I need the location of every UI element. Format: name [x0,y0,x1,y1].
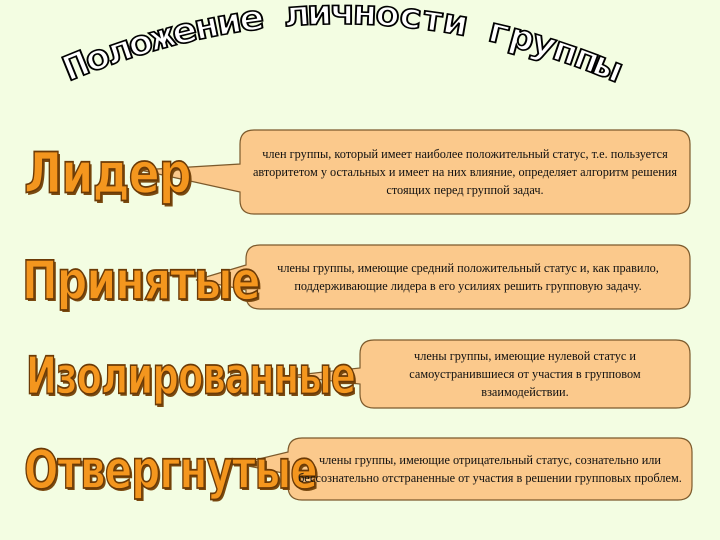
callout-box-isolated [287,339,691,409]
slide-title: Положение личности группы [57,0,626,90]
callout-box-rejected [237,437,693,501]
term-leader: Лидер [23,139,192,207]
term-accepted: Принятые [21,249,261,313]
term-rejected: Отвергнутые [23,438,318,502]
term-isolated: Изолированные [25,345,356,406]
description-accepted: члены группы, имеющие средний положитель… [277,261,659,293]
description-isolated: члены группы, имеющие нулевой статус и с… [409,349,641,399]
callout-box-accepted [195,244,691,310]
callout-box-leader [139,129,691,215]
description-rejected: члены группы, имеющие отрицательный стат… [298,453,682,485]
description-leader: член группы, который имеет наиболее поло… [252,147,678,197]
